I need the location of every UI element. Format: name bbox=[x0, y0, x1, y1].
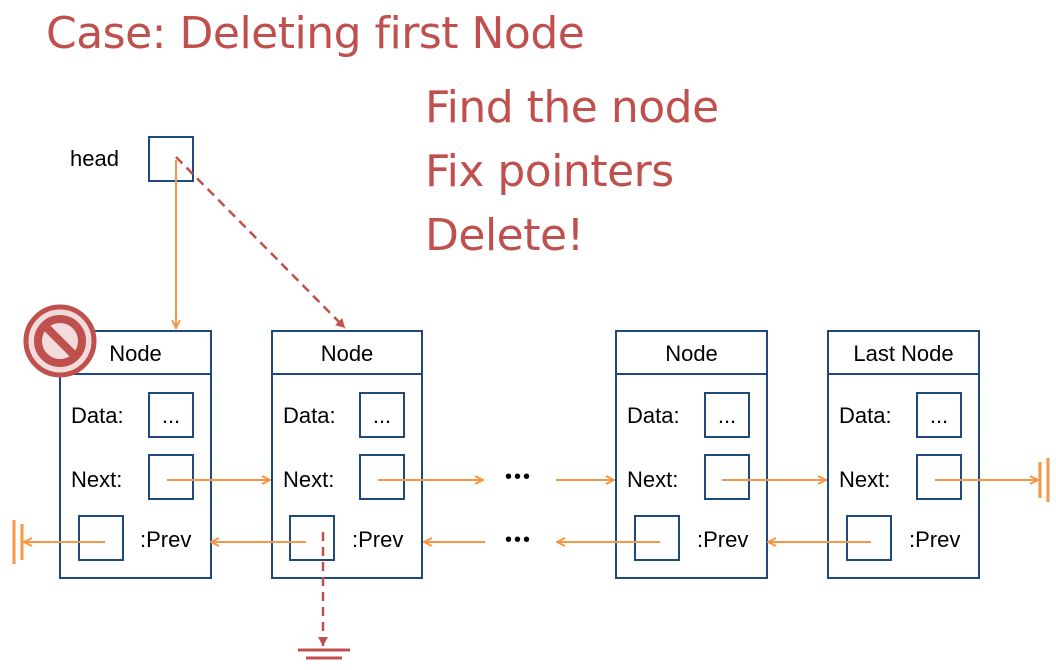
node-0-prev-label: :Prev bbox=[140, 527, 192, 552]
null-terminator-left-icon bbox=[12, 520, 24, 564]
head-label: head bbox=[70, 146, 119, 171]
node-3-data-box bbox=[916, 392, 962, 438]
ellipsis-prev: ••• bbox=[505, 529, 533, 551]
node-2-data-box bbox=[704, 392, 750, 438]
node-1-header: Node bbox=[320, 341, 374, 366]
node-1-next-box bbox=[359, 454, 405, 500]
node-3-data-label: Data: bbox=[839, 403, 892, 428]
node-0-data-box bbox=[148, 392, 194, 438]
step-fix-pointers: Fix pointers bbox=[425, 146, 674, 197]
node-2-data-label: Data: bbox=[627, 403, 680, 428]
node-0 bbox=[59, 330, 212, 579]
node-1-data-box bbox=[359, 392, 405, 438]
node-0-header: Node bbox=[109, 341, 162, 366]
null-terminator-right-icon bbox=[1038, 458, 1050, 502]
node-0-next-box bbox=[148, 454, 194, 500]
page-title: Case: Deleting first Node bbox=[46, 8, 585, 59]
step-list: Find the node Fix pointers Delete! bbox=[425, 76, 719, 268]
node-1-prev-box bbox=[289, 515, 335, 561]
step-delete: Delete! bbox=[425, 210, 584, 261]
node-1-next-label: Next: bbox=[283, 467, 335, 492]
node-1-data-label: Data: bbox=[283, 403, 336, 428]
node-3-prev-label: :Prev bbox=[909, 527, 961, 552]
ground-icon bbox=[298, 648, 350, 660]
head-pointer-box bbox=[148, 136, 194, 182]
node-3-next-box bbox=[916, 454, 962, 500]
node-0-prev-box bbox=[78, 515, 124, 561]
step-find-node: Find the node bbox=[425, 82, 719, 133]
node-2-data-value: ... bbox=[717, 403, 737, 428]
node-2-header: Node bbox=[665, 341, 718, 366]
node-0-data-value: ... bbox=[161, 403, 181, 428]
head-to-node-1-dashed-arrow bbox=[175, 156, 346, 329]
node-2-prev-label: :Prev bbox=[697, 527, 749, 552]
node-2-prev-box bbox=[634, 515, 680, 561]
node-1-prev-label: :Prev bbox=[352, 527, 404, 552]
node-3-next-label: Next: bbox=[839, 467, 891, 492]
node-0-data-label: Data: bbox=[71, 403, 124, 428]
node-2-next-box bbox=[704, 454, 750, 500]
node-3-prev-box bbox=[846, 515, 892, 561]
node-0-next-label: Next: bbox=[71, 467, 123, 492]
ellipsis-next: ••• bbox=[505, 466, 533, 488]
node-1-data-value: ... bbox=[372, 403, 392, 428]
node-3-header: Last Node bbox=[853, 341, 954, 366]
prohibited-icon bbox=[23, 304, 97, 378]
node-3 bbox=[827, 330, 980, 579]
node-3-data-value: ... bbox=[929, 403, 949, 428]
node-2 bbox=[615, 330, 768, 579]
node-1 bbox=[271, 330, 423, 579]
node-2-next-label: Next: bbox=[627, 467, 679, 492]
